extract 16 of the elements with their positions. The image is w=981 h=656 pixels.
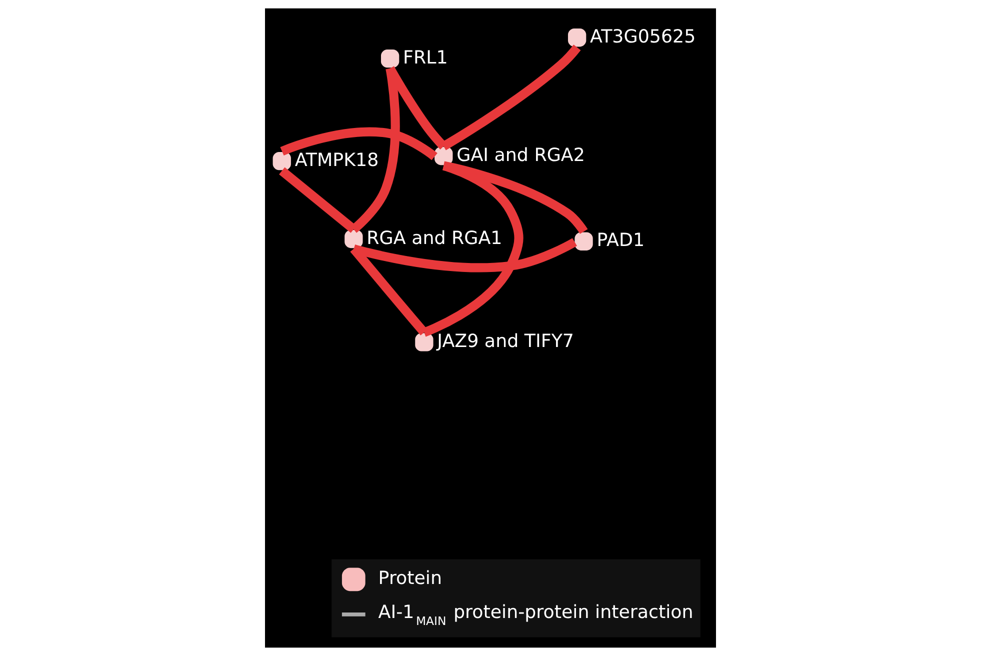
node-label: GAI and RGA2: [456, 144, 585, 166]
connector: [350, 67, 400, 233]
node-label: JAZ9 and TIFY7: [437, 330, 574, 352]
node-label: AT3G05625: [590, 26, 696, 48]
connector: [422, 161, 524, 337]
connector: [350, 246, 428, 336]
connector: [280, 127, 438, 160]
connector: [442, 161, 588, 234]
legend-label: AI-1$_{MAIN}$ protein-protein interaction: [378, 602, 694, 628]
connector: [441, 44, 581, 150]
node-label: FRL1: [403, 47, 448, 68]
legend-label: Protein: [378, 568, 442, 590]
node-label: PAD1: [596, 230, 645, 252]
node-label: RGA and RGA1: [366, 228, 502, 249]
connector: [352, 238, 577, 272]
node-label: ATMPK18: [294, 150, 379, 171]
